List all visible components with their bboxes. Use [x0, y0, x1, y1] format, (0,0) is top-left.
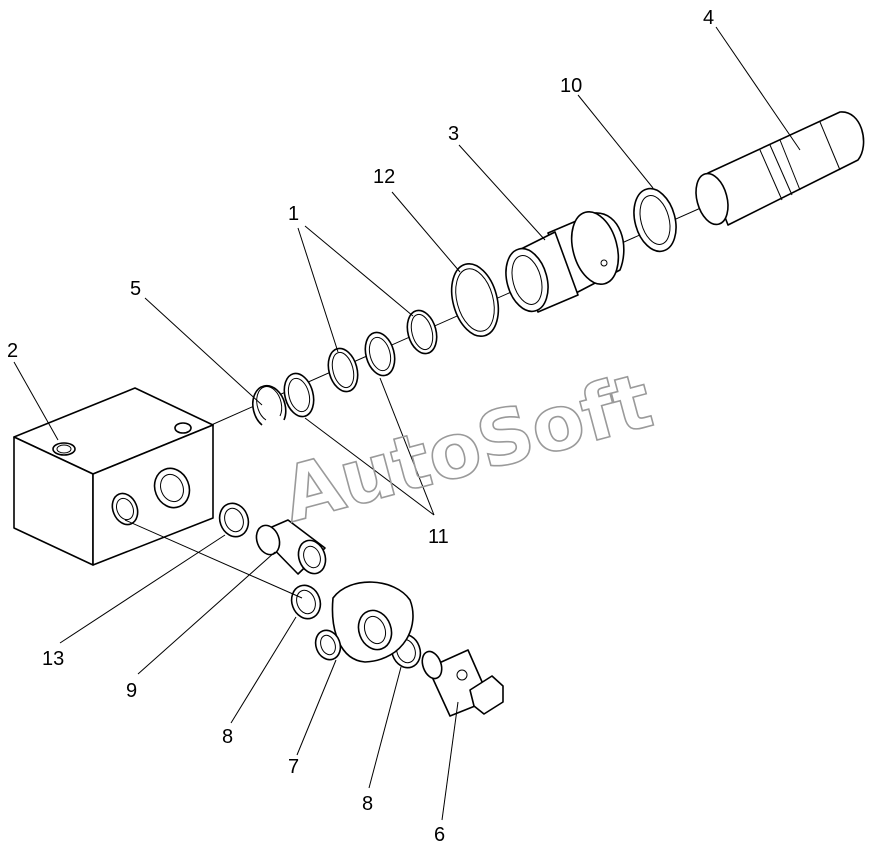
callout-9: 9: [126, 680, 137, 702]
part-5-retaining-ring: [252, 384, 287, 426]
part-12-large-o-ring: [450, 263, 500, 337]
part-13-washer: [218, 502, 250, 538]
callout-11: 11: [428, 526, 449, 548]
callout-10: 10: [560, 75, 582, 97]
callout-6: 6: [434, 824, 445, 846]
callout-2: 2: [7, 340, 18, 362]
callout-12: 12: [373, 166, 395, 188]
callout-5: 5: [130, 278, 141, 300]
part-9-adapter-fitting: [255, 519, 327, 575]
callout-13: 13: [42, 648, 64, 670]
part-6-banjo-bolt: [421, 649, 504, 717]
part-10-ring: [633, 187, 677, 253]
watermark-text: AutoSoft: [273, 356, 661, 540]
callout-7: 7: [288, 756, 299, 778]
part-2-block-housing: [13, 387, 214, 566]
part-11-o-ring-b: [364, 331, 396, 377]
callout-4: 4: [703, 7, 714, 29]
part-1-ring-b: [406, 309, 438, 355]
part-4-plunger: [695, 111, 865, 226]
callout-1: 1: [288, 203, 299, 225]
leader-lines: [13, 26, 801, 821]
callout-8a: 8: [222, 726, 233, 748]
callout-8b: 8: [362, 793, 373, 815]
part-8-washer-a: [290, 584, 322, 620]
part-3-sleeve: [505, 211, 625, 313]
callout-3: 3: [448, 123, 459, 145]
part-1-ring-a: [327, 347, 359, 393]
callout-labels: 1 2 3 4 5 6 7 8 8 9 10 11 12 13: [7, 7, 714, 846]
part-7-banjo-fitting: [314, 581, 414, 663]
part-11-o-ring-a: [283, 372, 315, 418]
